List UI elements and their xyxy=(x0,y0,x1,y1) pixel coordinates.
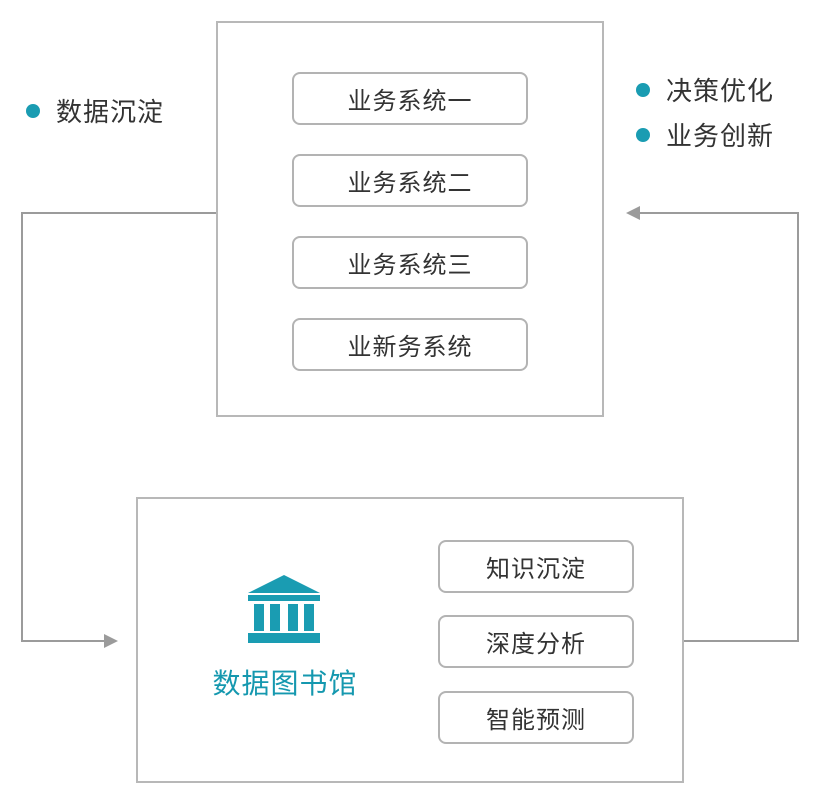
left-arrowhead xyxy=(104,634,118,648)
right-arrowhead xyxy=(626,206,640,220)
library-title: 数据图书馆 xyxy=(212,667,358,700)
right-bullet-label: 业务创新 xyxy=(666,122,775,152)
library-feature-box: 深度分析 xyxy=(438,615,634,668)
business-system-box: 业务系统三 xyxy=(292,236,528,289)
business-system-box: 业新务系统 xyxy=(292,318,528,371)
library-feature-box: 智能预测 xyxy=(438,691,634,744)
business-system-box: 业务系统一 xyxy=(292,72,528,125)
right-bullet-item: 决策优化 xyxy=(636,71,774,108)
right-bullet-item: 业务创新 xyxy=(636,116,774,153)
library-building-icon xyxy=(248,575,320,643)
left-bullet-item: 数据沉淀 xyxy=(26,92,164,129)
right-connector xyxy=(640,212,799,642)
left-bullet-label: 数据沉淀 xyxy=(56,98,165,128)
business-system-box: 业务系统二 xyxy=(292,154,528,207)
library-feature-box: 知识沉淀 xyxy=(438,540,634,593)
bullet-dot-icon xyxy=(26,103,40,118)
right-bullet-label: 决策优化 xyxy=(666,77,775,107)
bullet-dot-icon xyxy=(636,127,650,142)
bullet-dot-icon xyxy=(636,82,650,97)
left-connector xyxy=(21,212,216,642)
